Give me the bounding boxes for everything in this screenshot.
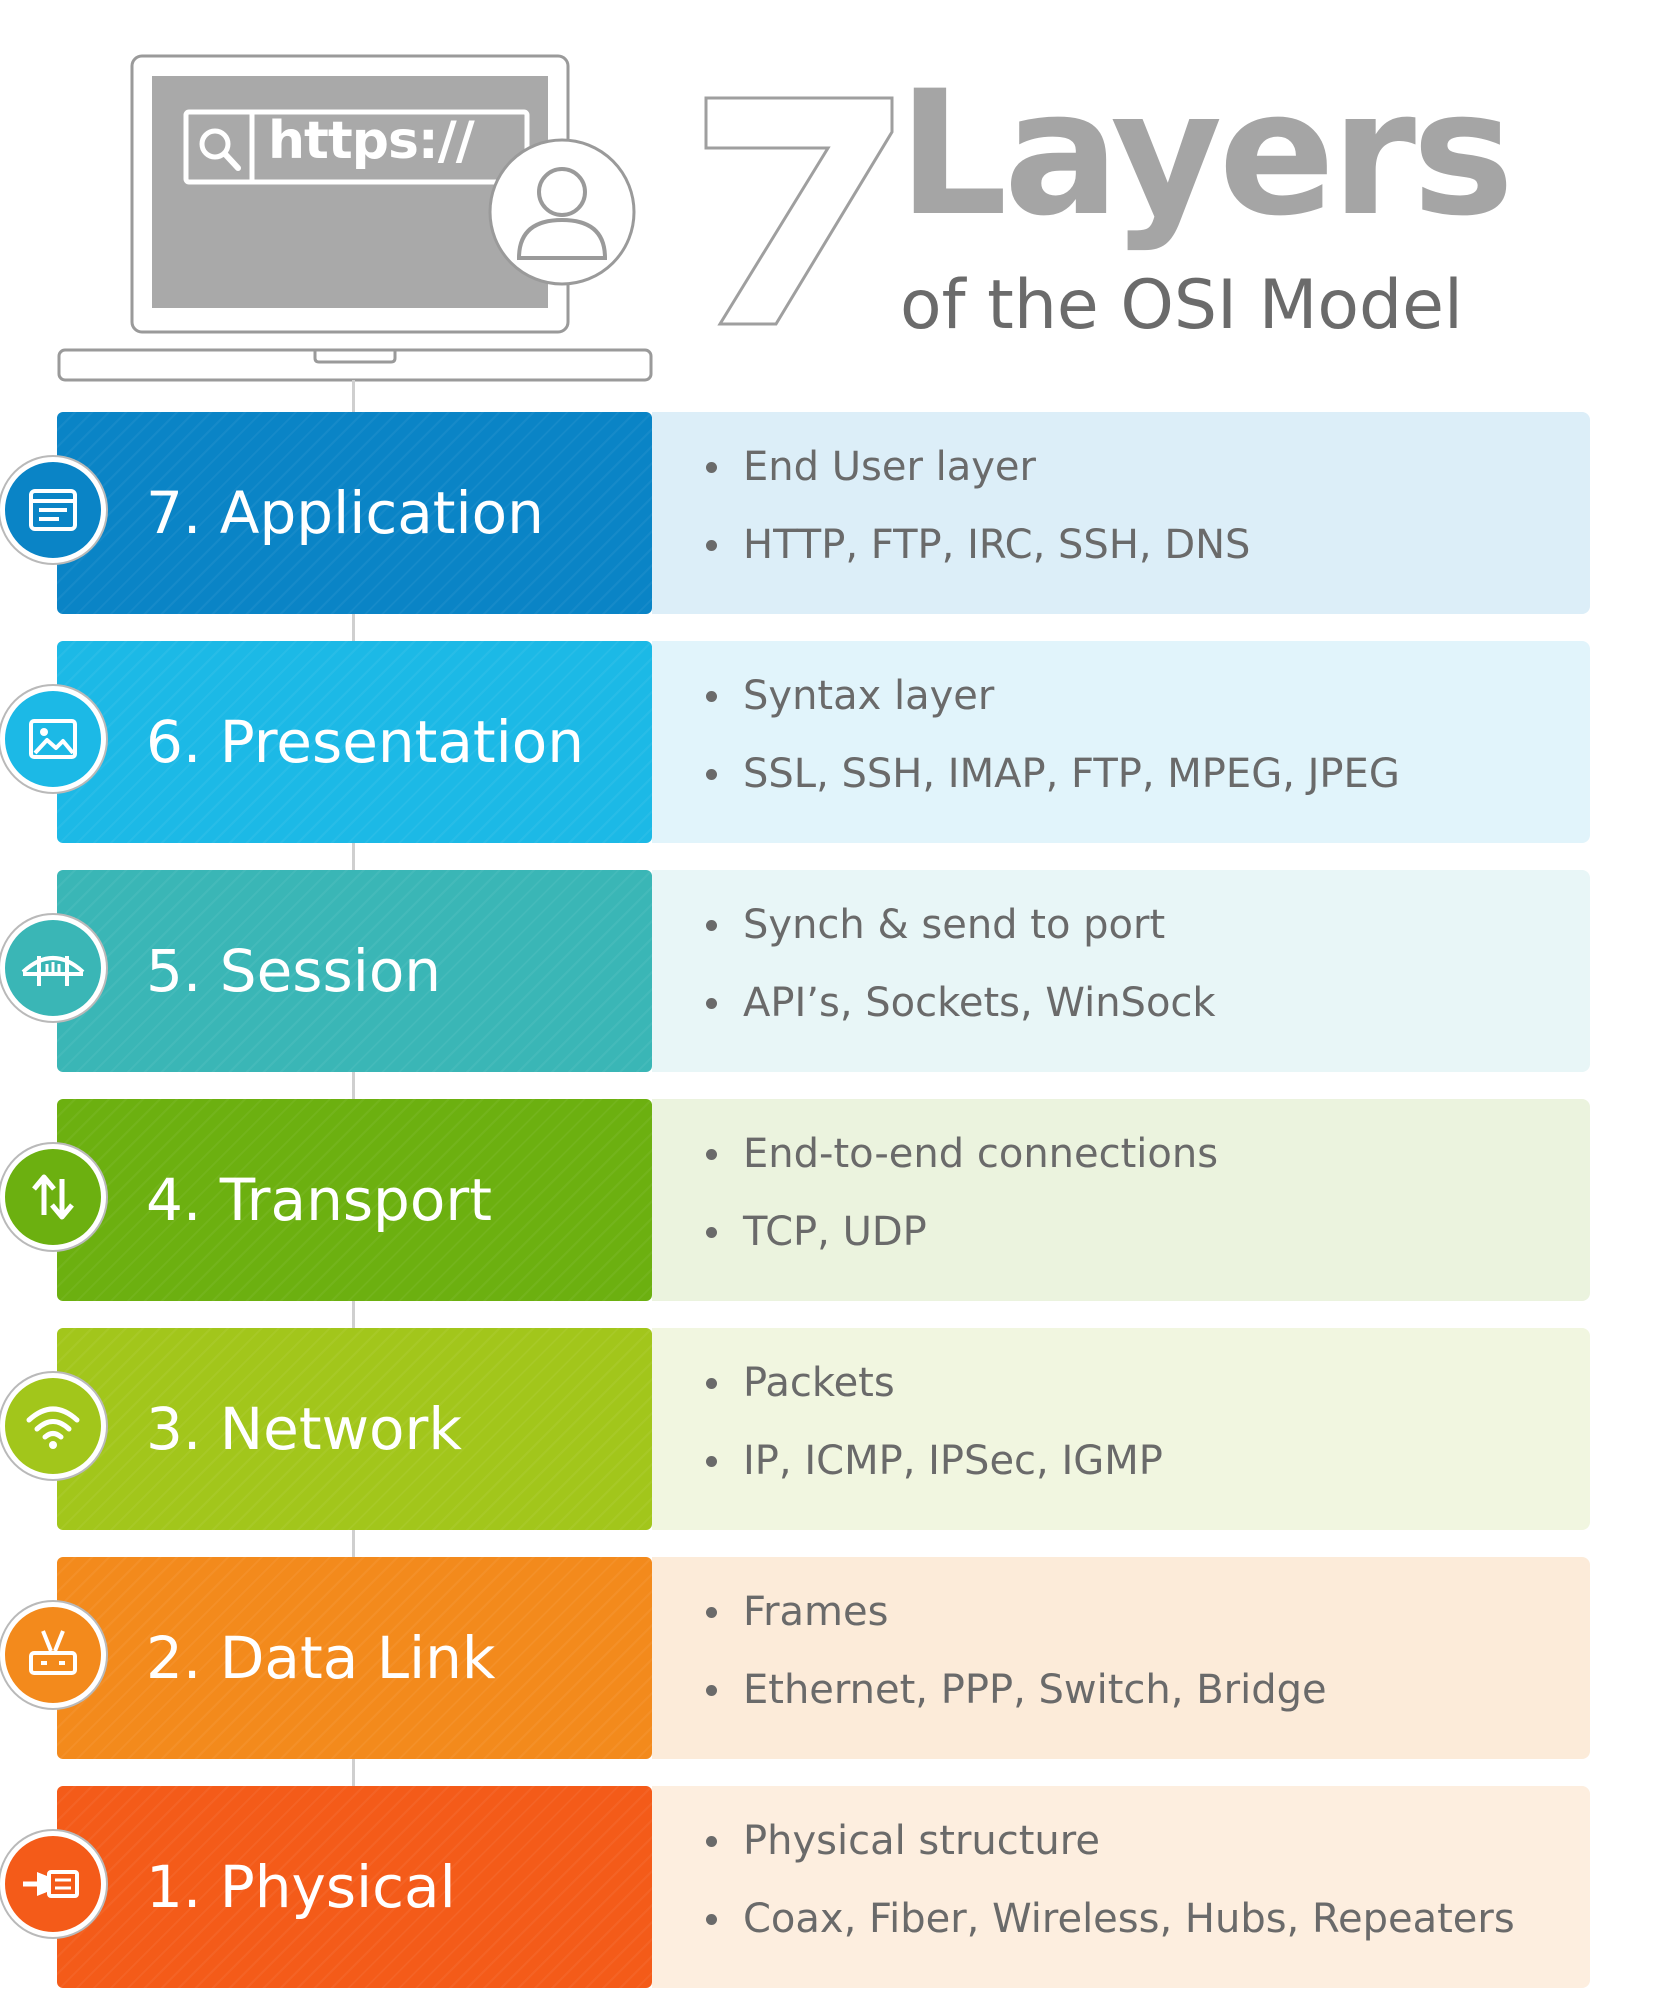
layer-name-bar (57, 1328, 652, 1530)
title-main: Layers (898, 53, 1514, 254)
layer-name: 3. Network (146, 1395, 462, 1463)
layer-name-bar (57, 641, 652, 843)
up-down-arrows-icon (0, 1144, 106, 1250)
router-icon (0, 1602, 106, 1708)
layer-name: 5. Session (146, 937, 442, 1005)
layer-bullet: End-to-end connections (706, 1124, 1218, 1184)
layer-name: 1. Physical (146, 1853, 456, 1921)
layer-bullet: Packets (706, 1353, 895, 1413)
layer-name-bar (57, 870, 652, 1072)
layer-bullet: End User layer (706, 437, 1036, 497)
title-number: 7 (704, 96, 894, 326)
bridge-icon (0, 915, 106, 1021)
cable-plug-icon (0, 1831, 106, 1937)
layer-bullet: TCP, UDP (706, 1202, 927, 1262)
layer-name: 4. Transport (146, 1166, 492, 1234)
layer-bullet: Synch & send to port (706, 895, 1165, 955)
layer-bullet: HTTP, FTP, IRC, SSH, DNS (706, 515, 1250, 575)
layer-name-bar (57, 1099, 652, 1301)
layer-bullet: Coax, Fiber, Wireless, Hubs, Repeaters (706, 1889, 1515, 1949)
url-text: https:// (268, 111, 475, 171)
layer-bullet: Ethernet, PPP, Switch, Bridge (706, 1660, 1327, 1720)
layer-name: 2. Data Link (146, 1624, 496, 1692)
laptop-illustration (57, 54, 653, 382)
wifi-icon (0, 1373, 106, 1479)
layer-name-bar (57, 412, 652, 614)
layer-bullet: SSL, SSH, IMAP, FTP, MPEG, JPEG (706, 744, 1400, 804)
layer-name-bar (57, 1557, 652, 1759)
layer-bullet: API’s, Sockets, WinSock (706, 973, 1216, 1033)
layer-bullet: Physical structure (706, 1811, 1100, 1871)
layer-name: 7. Application (146, 479, 544, 547)
user-avatar-icon (488, 138, 636, 286)
layer-bullet: Frames (706, 1582, 888, 1642)
image-icon (0, 686, 106, 792)
layer-bullet: IP, ICMP, IPSec, IGMP (706, 1431, 1163, 1491)
application-window-icon (0, 457, 106, 563)
layer-bullet: Syntax layer (706, 666, 994, 726)
search-icon (199, 128, 241, 171)
layer-name: 6. Presentation (146, 708, 585, 776)
layer-name-bar (57, 1786, 652, 1988)
title-subtitle: of the OSI Model (900, 266, 1463, 345)
